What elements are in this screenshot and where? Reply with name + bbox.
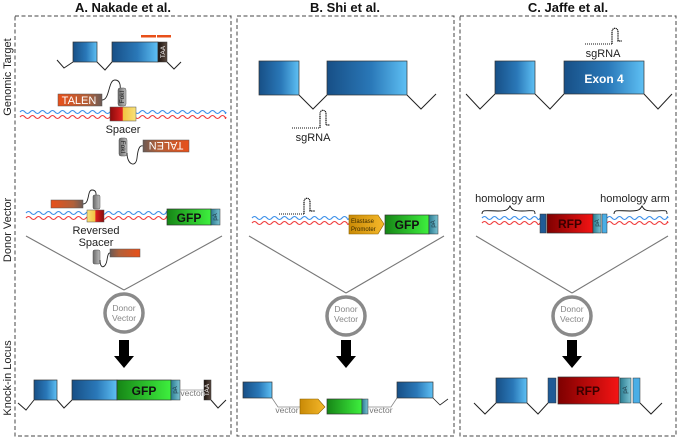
gfp-label: GFP — [132, 384, 157, 398]
pa-label: pA — [623, 386, 629, 393]
donor-label: Donor — [560, 304, 583, 314]
exon — [326, 60, 408, 96]
exon — [258, 60, 300, 96]
reversed-spacer-label: Reversed — [72, 225, 119, 237]
dna-strand-red — [251, 220, 350, 226]
gfp-label: GFP — [395, 218, 420, 232]
panel-a-knock-in: GFP pA vector TAA — [17, 379, 227, 411]
sgrna-hairpin-icon — [303, 197, 315, 214]
dna-strand-blue — [481, 215, 541, 221]
pa-label: pA — [431, 220, 437, 227]
talen-label: TALEN — [62, 95, 97, 107]
panel-c-donor-circle: Donor Vector — [551, 295, 593, 368]
dna-strand-blue — [606, 215, 669, 221]
vector-label: vector — [275, 405, 298, 415]
panel-a-donor-circle: Donor Vector — [103, 292, 145, 368]
talen-bottom — [142, 139, 190, 153]
panel-b-donor-vector: Elastase Promoter GFP pA — [248, 197, 445, 294]
rfp-label: RFP — [558, 217, 582, 231]
sgrna-label: sgRNA — [586, 48, 622, 60]
pa-label: pA — [213, 213, 219, 220]
donor-vector-plasmid — [551, 295, 593, 337]
vector-label: vector — [369, 405, 392, 415]
row-label-donor-vector: Donor Vector — [2, 198, 14, 263]
polya — [210, 208, 221, 226]
exon — [111, 41, 159, 63]
dna-strand-blue — [251, 215, 350, 221]
homology-arm-label-left: homology arm — [475, 193, 545, 205]
promoter-label: Elastase — [351, 219, 375, 225]
sgrna-hairpin-icon — [611, 27, 622, 44]
rfp-label: RFP — [576, 384, 600, 398]
talen-binding-site — [157, 35, 171, 38]
donor-label: Vector — [560, 314, 584, 324]
panel-a-border — [14, 15, 232, 437]
panel-b-title: B. Shi et al. — [310, 0, 380, 15]
spacer — [109, 106, 137, 122]
row-label-genomic-target: Genomic Target — [2, 38, 14, 115]
row-label-knock-in-locus: Knock-in Locus — [2, 340, 14, 416]
pa-label: pA — [173, 386, 179, 393]
panel-a-title: A. Nakade et al. — [75, 0, 171, 15]
foki-label: FokI — [119, 141, 126, 154]
sgrna-label: sgRNA — [296, 132, 332, 144]
panel-a-donor-vector: Reversed Spacer GFP pA — [25, 189, 223, 291]
brace-icon — [481, 204, 536, 215]
homology-arm-label-right: homology arm — [600, 193, 670, 205]
foki-top — [117, 87, 127, 107]
gfp-label: GFP — [177, 211, 202, 225]
donor-label: Vector — [112, 313, 136, 323]
talen-binding-site — [141, 35, 156, 38]
exon4-label: Exon 4 — [584, 72, 624, 86]
panel-a-genomic-target: TAA TALEN FokI Spacer FokI TALEN — [19, 35, 227, 165]
promoter-label: Promoter — [351, 227, 376, 233]
exon-4 — [563, 60, 645, 95]
dna-strand-red — [606, 220, 669, 226]
donor-label: Vector — [334, 314, 358, 324]
panel-b-donor-circle: Donor Vector — [325, 295, 367, 368]
pa-label: pA — [595, 219, 601, 226]
reversed-spacer — [86, 209, 105, 223]
talen-label: TALEN — [149, 139, 184, 151]
elastase-promoter — [299, 398, 326, 415]
elastase-promoter — [348, 214, 385, 235]
panel-c-knock-in: RFP pA — [473, 376, 663, 415]
panel-b-knock-in: vector vector — [242, 381, 449, 415]
panel-c-donor-vector: homology arm homology arm RFP pA — [475, 193, 670, 294]
reversed-spacer-label: Spacer — [79, 237, 114, 249]
spacer-label: Spacer — [106, 124, 141, 136]
donor-vector-plasmid — [325, 295, 367, 337]
donor-vector-plasmid — [103, 292, 145, 334]
panel-c-title: C. Jaffe et al. — [528, 0, 608, 15]
foki-label: FokI — [119, 90, 126, 103]
exon — [72, 41, 98, 63]
brace-icon — [613, 204, 668, 215]
panel-c-genomic-target: Exon 4 sgRNA — [465, 27, 673, 110]
dna-strand-red — [481, 220, 541, 226]
donor-label: Donor — [112, 303, 135, 313]
down-arrow-icon — [114, 340, 134, 368]
panel-b-genomic-target: sgRNA — [258, 60, 437, 144]
exon — [494, 60, 536, 95]
foki-bottom — [118, 137, 128, 157]
stop-codon-taa — [157, 41, 168, 63]
taa-label: TAA — [204, 383, 211, 396]
vector-label: vector — [180, 388, 203, 398]
down-arrow-icon — [562, 340, 582, 368]
donor-label: Donor — [334, 304, 357, 314]
taa-label: TAA — [160, 45, 167, 58]
panel-c-border — [459, 15, 677, 437]
sgrna-hairpin-icon — [319, 109, 330, 128]
down-arrow-icon — [336, 340, 356, 368]
